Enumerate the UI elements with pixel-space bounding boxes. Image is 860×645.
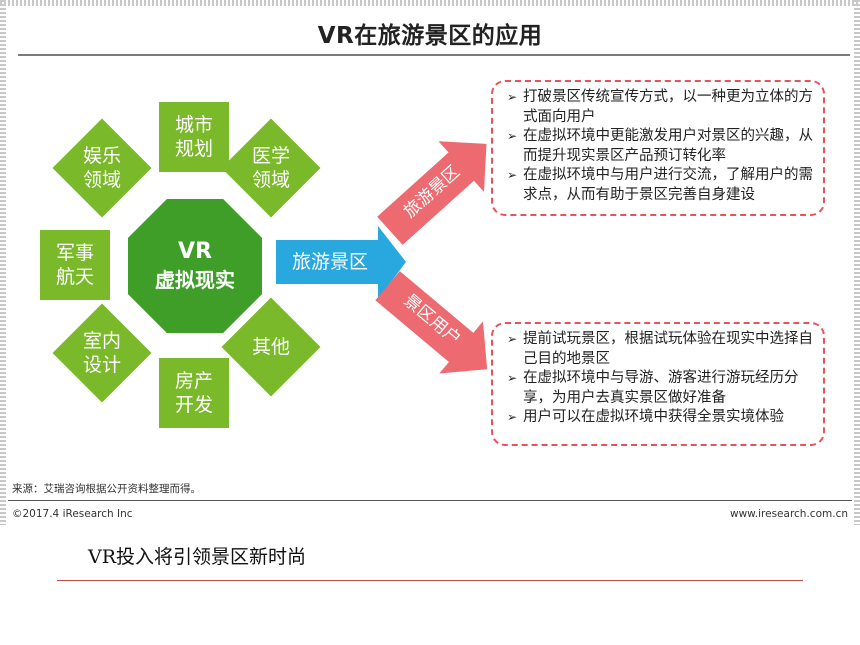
tile-military-aerospace-label: 军事 航天 <box>55 242 94 288</box>
tile-entertainment-label: 娱乐 领域 <box>82 144 122 191</box>
copyright-text: ©2017.4 iResearch Inc <box>12 508 133 520</box>
caption-underline <box>57 580 803 581</box>
diagram: 城市 规划 医学 领域 其他 房产 开发 室内 设计 军事 航天 娱乐 领域 V… <box>0 0 860 525</box>
right-dotted-border <box>854 0 860 525</box>
top-dotted-border <box>0 0 860 6</box>
lower-info-item: 用户可以在虚拟环境中获得全景实境体验 <box>507 408 815 428</box>
tile-interior-design-label: 室内 设计 <box>82 329 122 376</box>
lower-red-arrow <box>375 271 488 374</box>
slide: VR在旅游景区的应用 城市 规划 医学 领域 其他 房产 开发 <box>0 0 860 525</box>
upper-info-list: 打破景区传统宣传方式，以一种更为立体的方式面向用户 在虚拟环境中更能激发用户对景… <box>493 82 823 205</box>
upper-info-item: 在虚拟环境中更能激发用户对景区的兴趣，从而提升现实景区产品预订转化率 <box>507 127 815 166</box>
caption-text: VR投入将引领景区新时尚 <box>88 546 307 568</box>
center-title: VR <box>178 239 212 264</box>
website-text: www.iresearch.com.cn <box>729 508 848 520</box>
tile-city-planning-label: 城市 规划 <box>174 114 213 160</box>
tile-military-aerospace: 军事 航天 <box>40 230 110 300</box>
lower-info-box: 提前试玩景区，根据试玩体验在现实中选择自己目的地景区 在虚拟环境中与导游、游客进… <box>491 322 825 446</box>
lower-info-item: 提前试玩景区，根据试玩体验在现实中选择自己目的地景区 <box>507 330 815 369</box>
lower-info-item: 在虚拟环境中与导游、游客进行游玩经历分享，为用户去真实景区做好准备 <box>507 369 815 408</box>
upper-red-arrow <box>377 141 487 245</box>
tile-city-planning: 城市 规划 <box>159 102 229 172</box>
upper-info-item: 在虚拟环境中与用户进行交流，了解用户的需求点，从而有助于景区完善自身建设 <box>507 166 815 205</box>
upper-info-item: 打破景区传统宣传方式，以一种更为立体的方式面向用户 <box>507 88 815 127</box>
tile-medical-label: 医学 领域 <box>251 144 291 191</box>
main-arrow-label: 旅游景区 <box>291 251 368 273</box>
tile-real-estate: 房产 开发 <box>159 358 229 428</box>
arrows-layer <box>276 141 488 374</box>
center-vr-octagon: VR 虚拟现实 <box>128 199 262 333</box>
title-divider <box>18 54 850 56</box>
source-note: 来源：艾瑞咨询根据公开资料整理而得。 <box>12 483 201 495</box>
tile-other-label: 其他 <box>251 335 291 358</box>
lower-info-list: 提前试玩景区，根据试玩体验在现实中选择自己目的地景区 在虚拟环境中与导游、游客进… <box>493 324 823 428</box>
footer-divider <box>8 500 852 501</box>
left-dotted-border <box>0 0 6 525</box>
upper-info-box: 打破景区传统宣传方式，以一种更为立体的方式面向用户 在虚拟环境中更能激发用户对景… <box>491 80 825 216</box>
slide-title: VR在旅游景区的应用 <box>317 23 543 49</box>
tile-real-estate-label: 房产 开发 <box>174 370 213 416</box>
center-subtitle: 虚拟现实 <box>155 268 235 292</box>
main-blue-arrow <box>276 226 406 299</box>
